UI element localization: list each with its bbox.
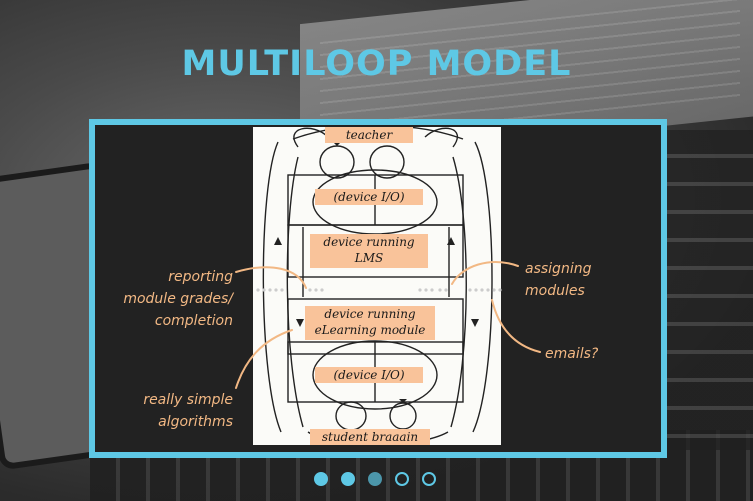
annotation-assigning-line2: modules [525, 283, 585, 299]
annotation-algorithms-line1: really simple [143, 392, 233, 408]
annotation-assigning-line1: assigning [525, 261, 592, 277]
annotation-reporting: reporting module grades/ completion [95, 266, 233, 332]
pagination-dot-1[interactable] [314, 472, 328, 486]
device-io-top-label: (device I/O) [315, 189, 423, 205]
pagination-dot-4[interactable] [395, 472, 409, 486]
lms-label-line2: LMS [354, 251, 384, 265]
annotation-algorithms: really simple algorithms [105, 389, 233, 433]
device-running-lms-label: device running LMS [310, 234, 428, 268]
annotation-reporting-line2: module grades/ [123, 291, 233, 307]
background-keyboard-side [660, 130, 753, 450]
slide-title: MULTILOOP MODEL [181, 44, 572, 84]
lms-label-line1: device running [323, 235, 415, 249]
pagination-dot-5[interactable] [422, 472, 436, 486]
annotation-reporting-line3: completion [154, 313, 233, 329]
elearning-label-line1: device running [324, 307, 416, 321]
annotation-emails: emails? [545, 346, 599, 362]
student-brain-label: student braaain [310, 429, 430, 445]
pagination-dot-3[interactable] [368, 472, 382, 486]
device-io-bottom-label: (device I/O) [315, 367, 423, 383]
device-running-elearning-label: device running eLearning module [305, 306, 435, 340]
teacher-label: teacher [325, 127, 413, 143]
diagram-lines [262, 127, 493, 445]
elearning-label-line2: eLearning module [314, 323, 426, 337]
annotation-reporting-line1: reporting [168, 269, 233, 285]
multiloop-diagram: teacher (device I/O) device running LMS … [253, 127, 501, 445]
annotation-algorithms-line2: algorithms [158, 414, 233, 430]
pagination-dot-2[interactable] [341, 472, 355, 486]
annotation-assigning: assigning modules [525, 258, 591, 302]
slide-pagination [310, 472, 450, 488]
